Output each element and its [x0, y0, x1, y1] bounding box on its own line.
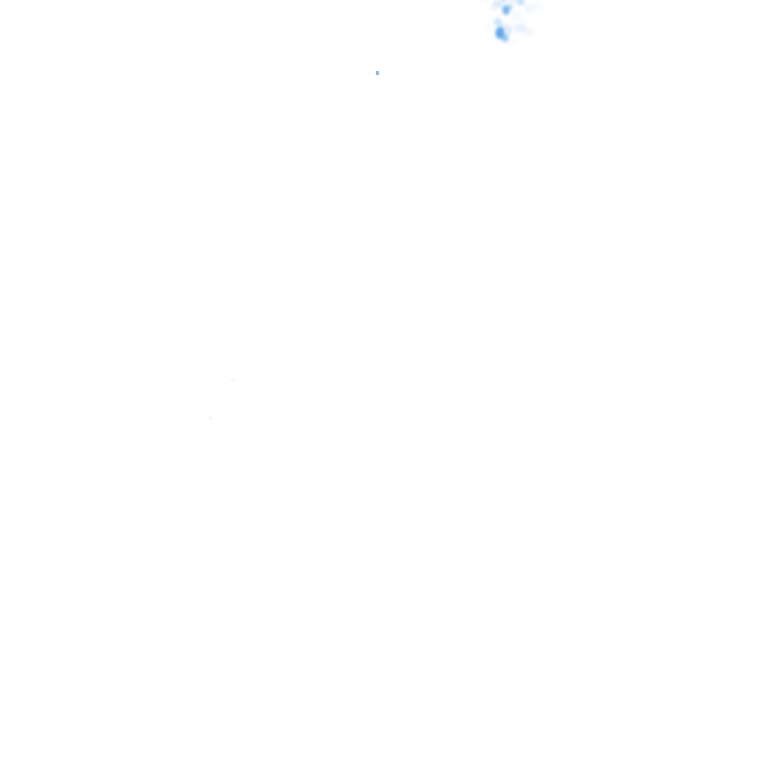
content-area [0, 0, 768, 768]
page-viewport [0, 0, 768, 768]
